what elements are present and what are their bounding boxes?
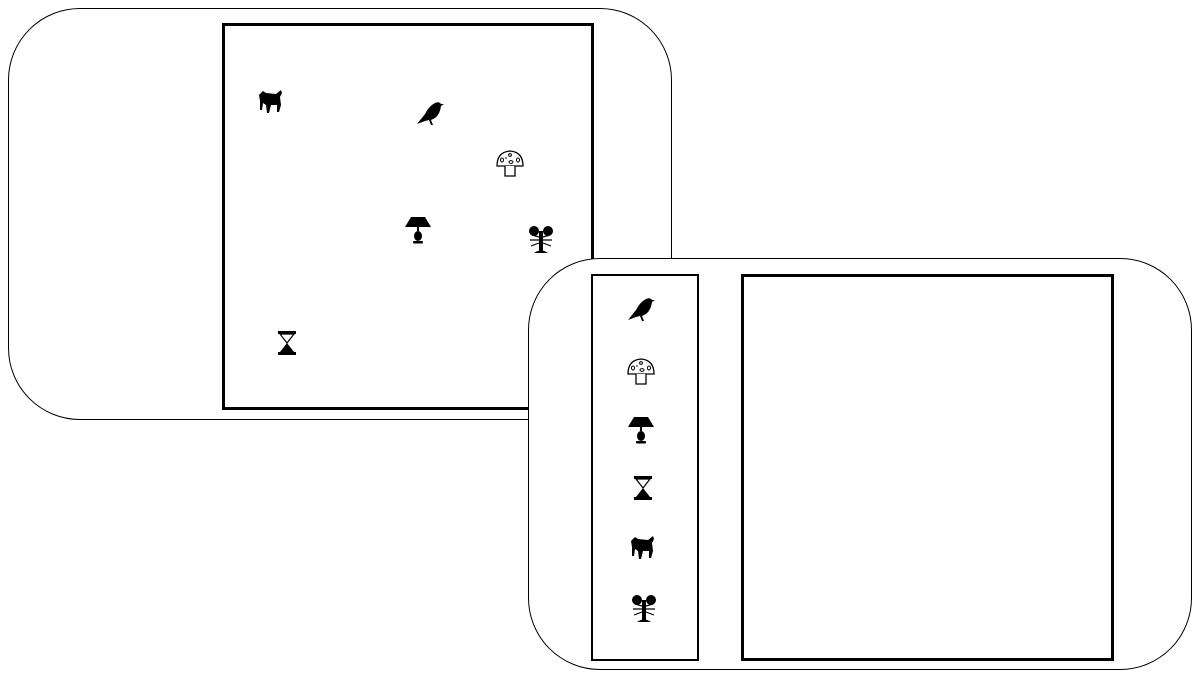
hourglass-icon	[270, 326, 304, 360]
lamp-icon	[401, 213, 435, 247]
goat-icon[interactable]	[626, 531, 660, 565]
bird-icon	[413, 96, 447, 130]
bird-icon[interactable]	[624, 292, 658, 326]
goat-icon	[254, 85, 288, 119]
lamp-icon[interactable]	[624, 413, 658, 447]
placement-grid[interactable]	[741, 274, 1114, 661]
mushroom-icon[interactable]	[624, 354, 658, 388]
lobster-icon	[524, 223, 558, 257]
item-sidebar	[591, 274, 699, 661]
hourglass-icon[interactable]	[626, 471, 660, 505]
mushroom-icon	[493, 146, 527, 180]
lobster-icon[interactable]	[627, 592, 661, 626]
